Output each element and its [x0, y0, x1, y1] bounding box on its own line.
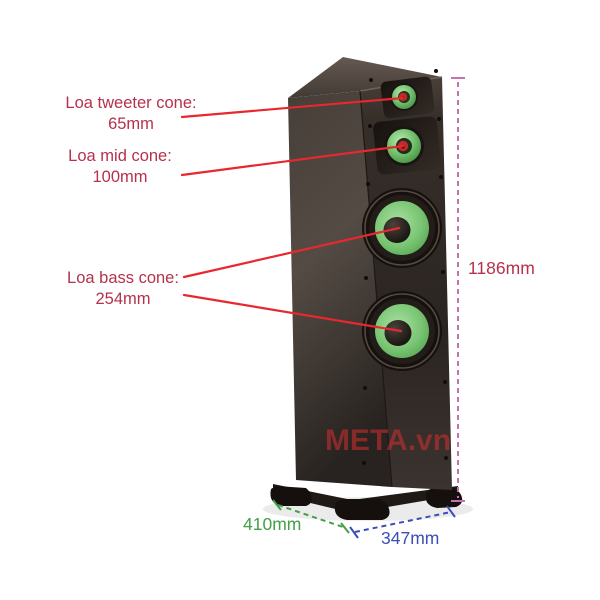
dimension-height-label: 1186mm — [468, 258, 535, 278]
baffle-screws — [362, 69, 448, 465]
width-dimension-line — [349, 505, 456, 539]
callout-bass-value: 254mm — [95, 290, 151, 308]
tweeter-driver — [380, 76, 435, 119]
speaker-base — [270, 484, 463, 520]
speaker-cabinet-front — [360, 77, 452, 490]
dimension-width-label: 347mm — [381, 528, 440, 548]
callout-mid-value: 100mm — [92, 168, 148, 186]
watermark-text: META.vn — [325, 424, 451, 457]
depth-dimension-line — [272, 499, 350, 534]
callout-mid: Loa mid cone: 100mm — [35, 146, 205, 188]
callout-tweeter-label: Loa tweeter cone: — [65, 94, 197, 112]
callout-tweeter-value: 65mm — [108, 115, 154, 133]
callout-line-mid — [180, 144, 405, 177]
callout-tweeter: Loa tweeter cone: 65mm — [46, 93, 216, 135]
callout-line-bass-upper — [182, 226, 401, 279]
callout-lines — [180, 96, 405, 333]
dimension-depth-label: 410mm — [243, 514, 302, 534]
height-dimension-line — [451, 77, 465, 502]
callout-bass: Loa bass cone: 254mm — [38, 268, 208, 310]
speaker-cabinet-top — [288, 57, 442, 98]
bass-driver-upper — [362, 188, 442, 268]
mid-driver — [373, 116, 441, 175]
callout-line-bass-lower — [182, 293, 403, 333]
callout-line-tweeter — [180, 96, 405, 119]
callout-bass-label: Loa bass cone: — [67, 269, 179, 287]
callout-mid-label: Loa mid cone: — [68, 147, 172, 165]
